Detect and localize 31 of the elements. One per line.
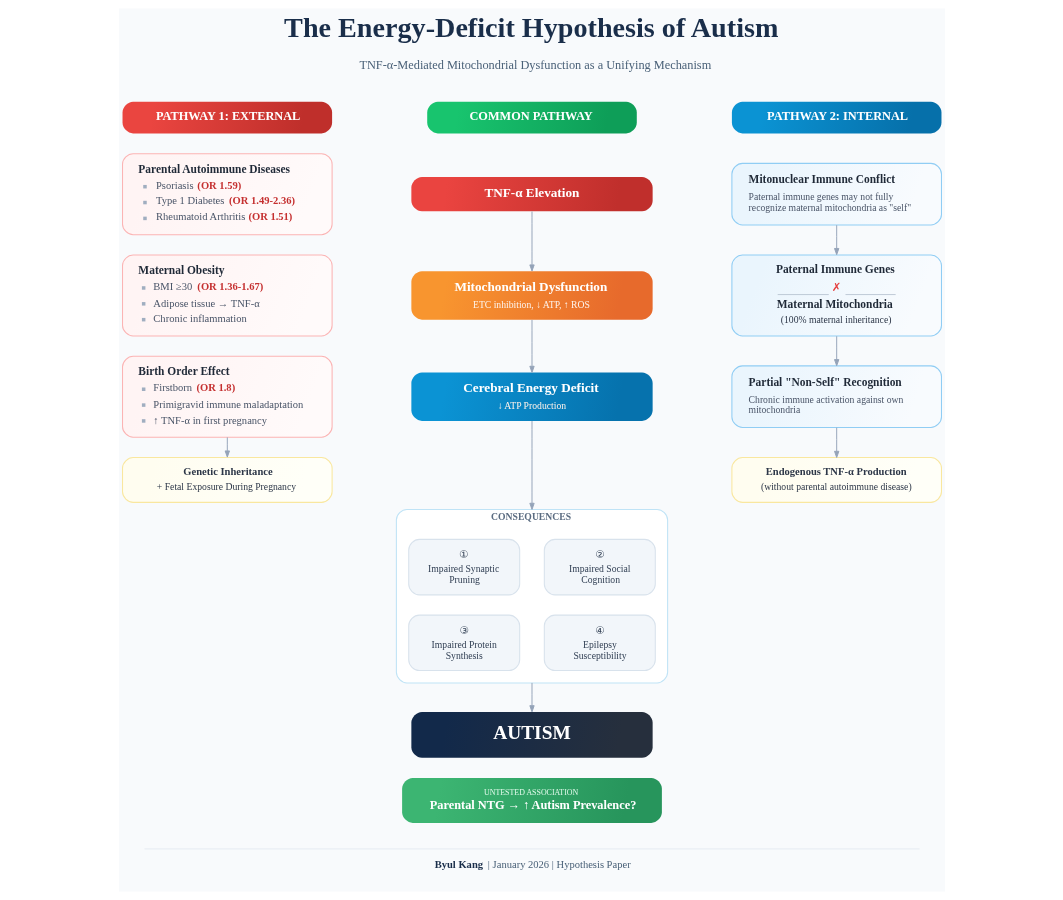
node-box: ① Impaired Synaptic Pruning — [407, 538, 520, 596]
node-box: COMMON PATHWAY — [426, 101, 637, 134]
arrow — [528, 682, 535, 713]
node-box: ② Impaired Social Cognition — [543, 538, 656, 596]
arrow — [833, 224, 839, 256]
node-box: UNTESTED ASSOCIATION Parental NTG → ↑ Autism Prevalence? — [401, 778, 662, 823]
node-box: ④ Epilepsy Susceptibility — [543, 614, 656, 672]
node-box: Birth Order Effect Firstborn (OR 1.8) Primigravid immune maladaptation ↑ TNF-α in first pregnancy — [121, 355, 333, 438]
node-box: Cerebral Energy Deficit ↓ ATP Production — [410, 372, 653, 421]
node-box: AUTISM — [410, 712, 653, 758]
node-box: TNF-α Elevation — [410, 177, 653, 212]
node-box: Parental Autoimmune Diseases Psoriasis (OR 1.59) Type 1 Diabetes (OR 1.49-2.36) Rheumatoid Arthritis (OR 1.51) — [121, 153, 333, 236]
label: TNF-α-Mediated Mitochondrial Dysfunction as a Unifying Mechanism — [358, 57, 711, 72]
arrow — [224, 436, 230, 458]
node-box: Paternal Immune Genes ✗ Maternal Mitochondria (100% maternal inheritance) — [730, 254, 942, 337]
node-box: ③ Impaired Protein Synthesis — [407, 614, 520, 672]
diagram-title: The Energy-Deficit Hypothesis of Autism — [283, 12, 778, 44]
arrow — [528, 211, 535, 272]
arrow — [833, 335, 839, 367]
node-box: Genetic Inheritance + Fetal Exposure During Pregnancy — [121, 456, 333, 503]
node-box: Mitonuclear Immune Conflict Paternal immune genes may not fully recognize maternal mitochondria as "self" — [730, 162, 942, 226]
arrow — [528, 319, 535, 373]
arrow — [528, 420, 535, 510]
node-box: Endogenous TNF-α Production (without parental autoimmune disease) — [730, 456, 942, 503]
node-box: PATHWAY 1: EXTERNAL — [122, 101, 332, 134]
node-box: Maternal Obesity BMI ≥30 (OR 1.36-1.67) Adipose tissue → TNF-α Chronic inflammation — [121, 254, 333, 337]
node-box: Mitochondrial Dysfunction ETC inhibition, ↓ ATP, ↑ ROS — [410, 271, 653, 320]
node-box: Partial "Non-Self" Recognition Chronic immune activation against own mitochondria — [730, 365, 942, 429]
label: Byul Kang | January 2026 | Hypothesis Paper — [434, 858, 631, 870]
arrow — [833, 427, 839, 458]
node-box: PATHWAY 2: INTERNAL — [731, 101, 941, 134]
